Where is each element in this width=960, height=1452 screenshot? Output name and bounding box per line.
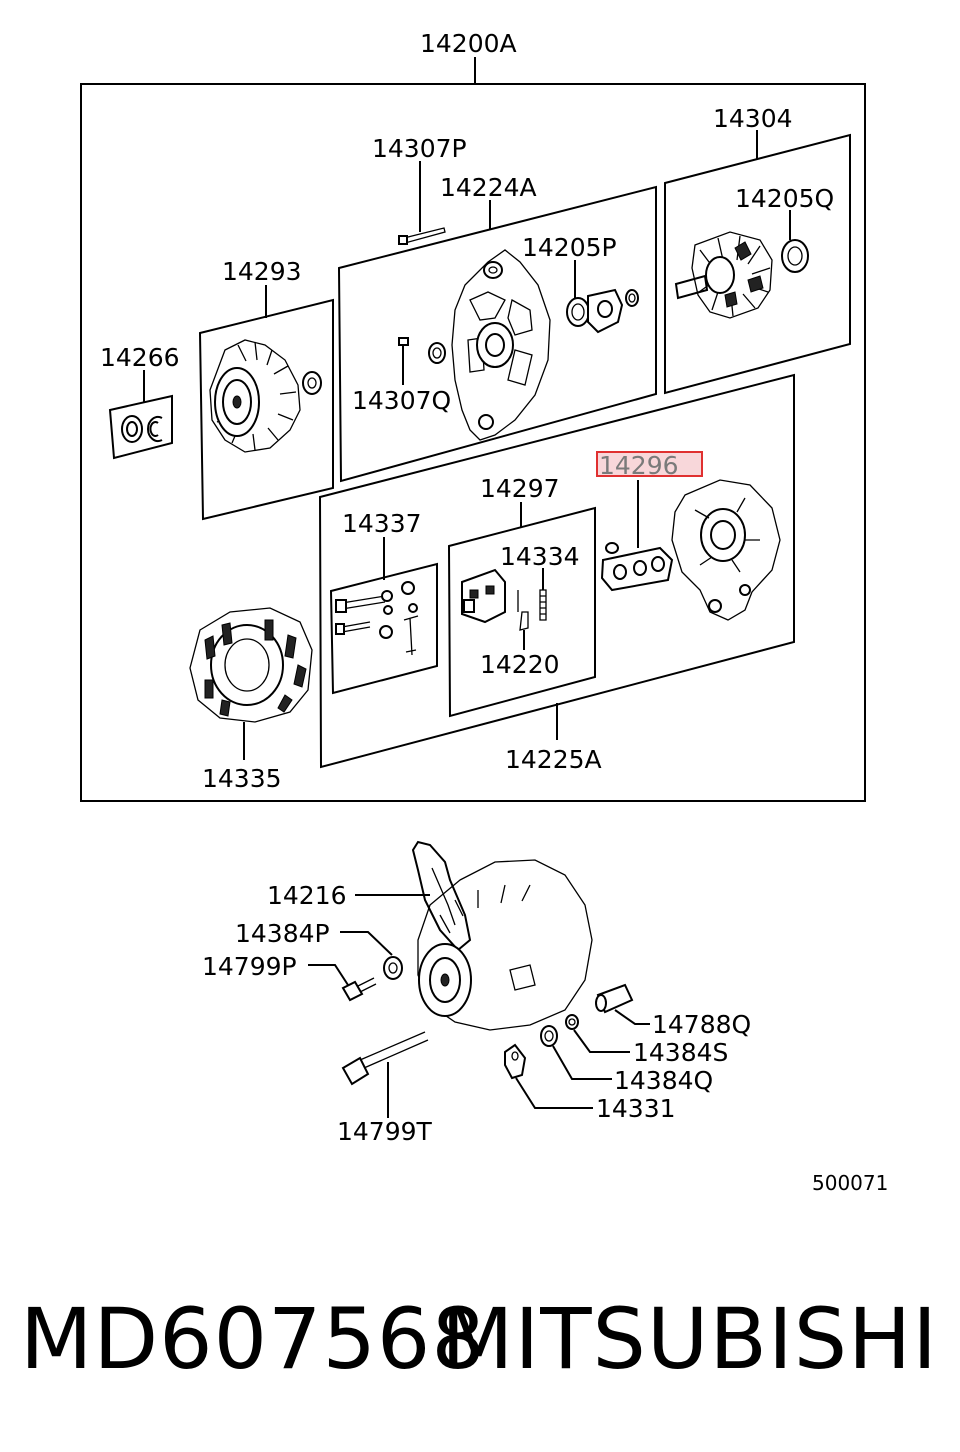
front-housing-icon [451,249,551,441]
label-14307Q[interactable]: 14307Q [352,386,451,415]
label-14384Q[interactable]: 14384Q [614,1066,713,1095]
label-14216[interactable]: 14216 [267,881,347,910]
bearing-icon-14205Q [781,239,809,273]
group-box-14304 [664,133,851,395]
washer-icon-14384Q [540,1025,558,1047]
alternator-assembly-icon [411,840,593,1031]
label-14224A[interactable]: 14224A [440,173,537,202]
group-box-14293 [198,298,334,521]
label-14337[interactable]: 14337 [342,509,422,538]
label-14220[interactable]: 14220 [480,650,560,679]
group-box-14337 [329,562,438,695]
label-14799T[interactable]: 14799T [337,1117,433,1146]
assembly-frame [80,83,866,802]
label-14296[interactable]: 14296 [599,451,679,480]
label-14297[interactable]: 14297 [480,474,560,503]
screw-icon-14307Q [398,337,446,364]
spacer-icon-14788Q [595,983,634,1014]
label-14334[interactable]: 14334 [500,542,580,571]
group-box-14266 [108,394,173,460]
group-box-14224A [337,185,657,483]
terminal-bolts-icon [335,581,419,656]
label-14205P[interactable]: 14205P [522,233,617,262]
washer-icon-14384P [383,956,403,980]
bearing-icon-14205P [566,288,639,334]
label-14307P[interactable]: 14307P [372,134,467,163]
rear-housing-icon [671,479,781,621]
part-number-heading: MD607568 [20,1290,486,1388]
rotor-icon [674,231,773,319]
terminal-icon-14331 [504,1043,527,1080]
diagram-reference-number: 500071 [812,1171,888,1195]
bolt-icon-14799T [341,1031,429,1086]
label-14205Q[interactable]: 14205Q [735,184,834,213]
label-14225A[interactable]: 14225A [505,745,602,774]
label-14200A[interactable]: 14200A [420,29,517,58]
washer-icon-14266 [121,415,163,443]
label-14384P[interactable]: 14384P [235,919,330,948]
pulley-fan-icon [209,339,322,453]
label-14331[interactable]: 14331 [596,1094,676,1123]
label-14266[interactable]: 14266 [100,343,180,372]
brush-holder-icon [461,568,547,631]
label-14335[interactable]: 14335 [202,764,282,793]
nut-icon-14384S [565,1014,579,1030]
label-14799P[interactable]: 14799P [202,952,297,981]
stator-icon [189,607,313,723]
brand-heading: MITSUBISHI [440,1290,938,1388]
highlight-box-14296 [596,451,703,477]
bolt-icon-14799P [341,977,377,1002]
label-14788Q[interactable]: 14788Q [652,1010,751,1039]
rectifier-icon-14296 [600,542,674,592]
group-box-14297 [447,506,596,718]
label-14293[interactable]: 14293 [222,257,302,286]
label-14304[interactable]: 14304 [713,104,793,133]
through-bolt-icon-14307P [398,227,446,245]
label-14384S[interactable]: 14384S [633,1038,728,1067]
group-box-14225A [318,373,795,769]
